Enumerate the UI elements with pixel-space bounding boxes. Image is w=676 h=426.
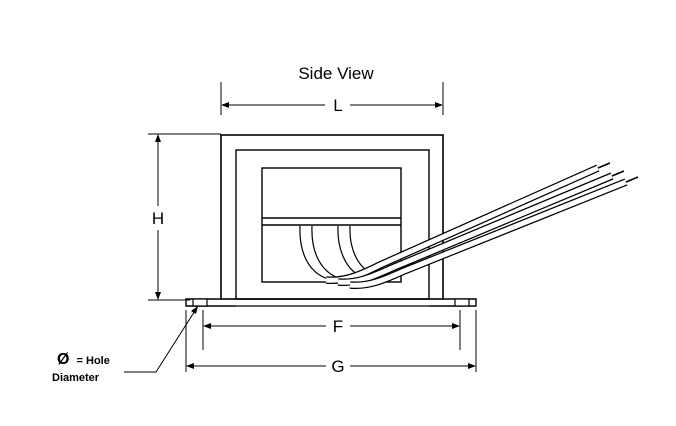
diameter-symbol: Ø	[57, 351, 69, 368]
hole-diameter-callout: Ø = Hole Diameter	[52, 305, 199, 384]
lead-wires	[325, 162, 639, 290]
dimension-h-label: H	[152, 209, 164, 228]
mounting-feet	[185, 298, 477, 307]
dimension-l: L	[220, 82, 444, 115]
hole-note-line1: Ø = Hole	[57, 351, 110, 368]
hole-note-text: = Hole	[77, 355, 110, 367]
dimension-g-label: G	[331, 357, 344, 376]
diagram-title: Side View	[298, 64, 374, 83]
dimension-f: F	[202, 310, 461, 350]
dimension-g: G	[185, 310, 477, 376]
transformer-body	[220, 134, 444, 300]
right-mounting-hole	[454, 298, 470, 307]
hole-note-line2: Diameter	[52, 372, 100, 384]
dimension-f-label: F	[333, 317, 343, 336]
dimension-l-label: L	[333, 96, 342, 115]
left-mounting-hole	[192, 298, 208, 307]
dimension-h: H	[148, 133, 221, 301]
